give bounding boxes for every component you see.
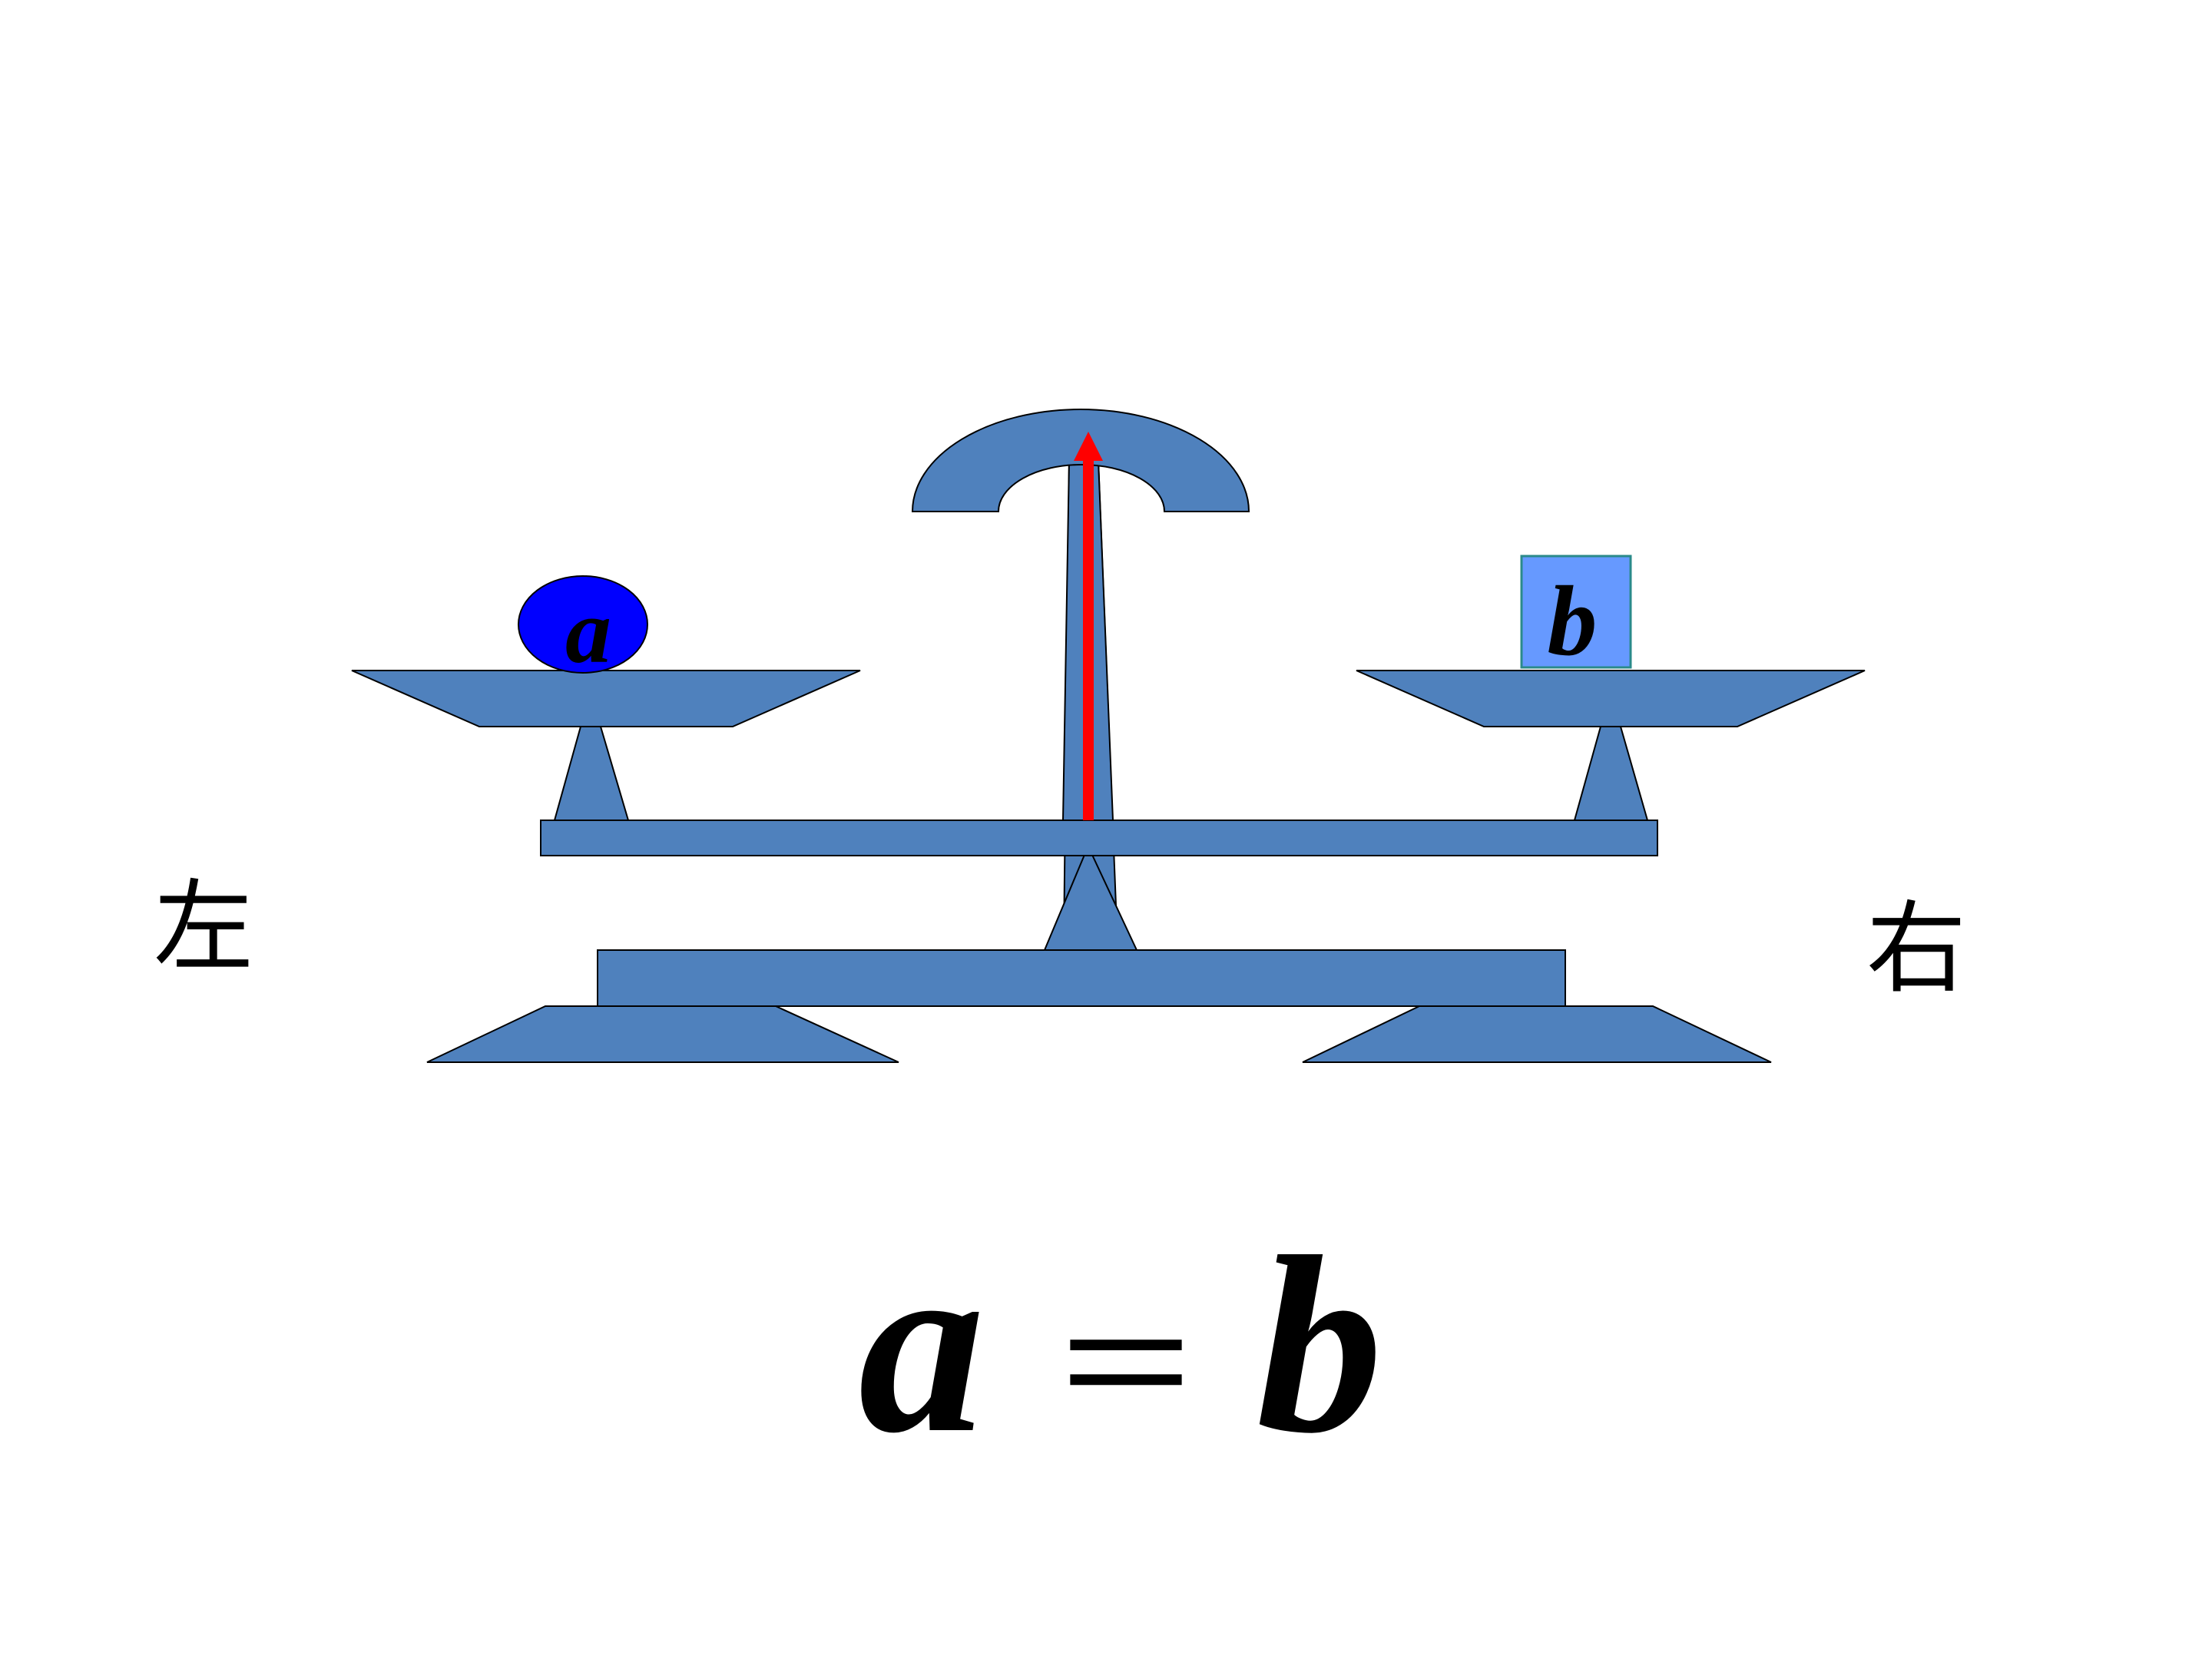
left-pan xyxy=(351,670,861,727)
right-weight: b xyxy=(1520,555,1632,677)
pointer-shaft xyxy=(1083,453,1094,820)
base-plate xyxy=(597,949,1566,1007)
pointer-arrowhead xyxy=(1074,432,1103,461)
right-weight-box xyxy=(1520,555,1632,669)
left-weight-ellipse xyxy=(518,575,648,674)
left-foot xyxy=(426,1005,899,1063)
right-foot xyxy=(1302,1005,1772,1063)
left-weight: a xyxy=(518,575,648,682)
equation-operator: ＝ xyxy=(1049,1279,1203,1458)
right-pan xyxy=(1356,670,1866,727)
left-side-label: 左 xyxy=(154,869,253,985)
right-side-label: 右 xyxy=(1866,890,1966,1007)
left-weight-label: a xyxy=(565,580,611,682)
equation-rhs: b xyxy=(1257,1205,1383,1485)
right-pan-stem xyxy=(1573,726,1649,821)
left-pan-stem xyxy=(553,726,630,821)
fulcrum xyxy=(1043,854,1138,951)
equation-lhs: a xyxy=(859,1205,985,1485)
balance-beam xyxy=(540,820,1658,856)
right-weight-label: b xyxy=(1548,566,1598,677)
